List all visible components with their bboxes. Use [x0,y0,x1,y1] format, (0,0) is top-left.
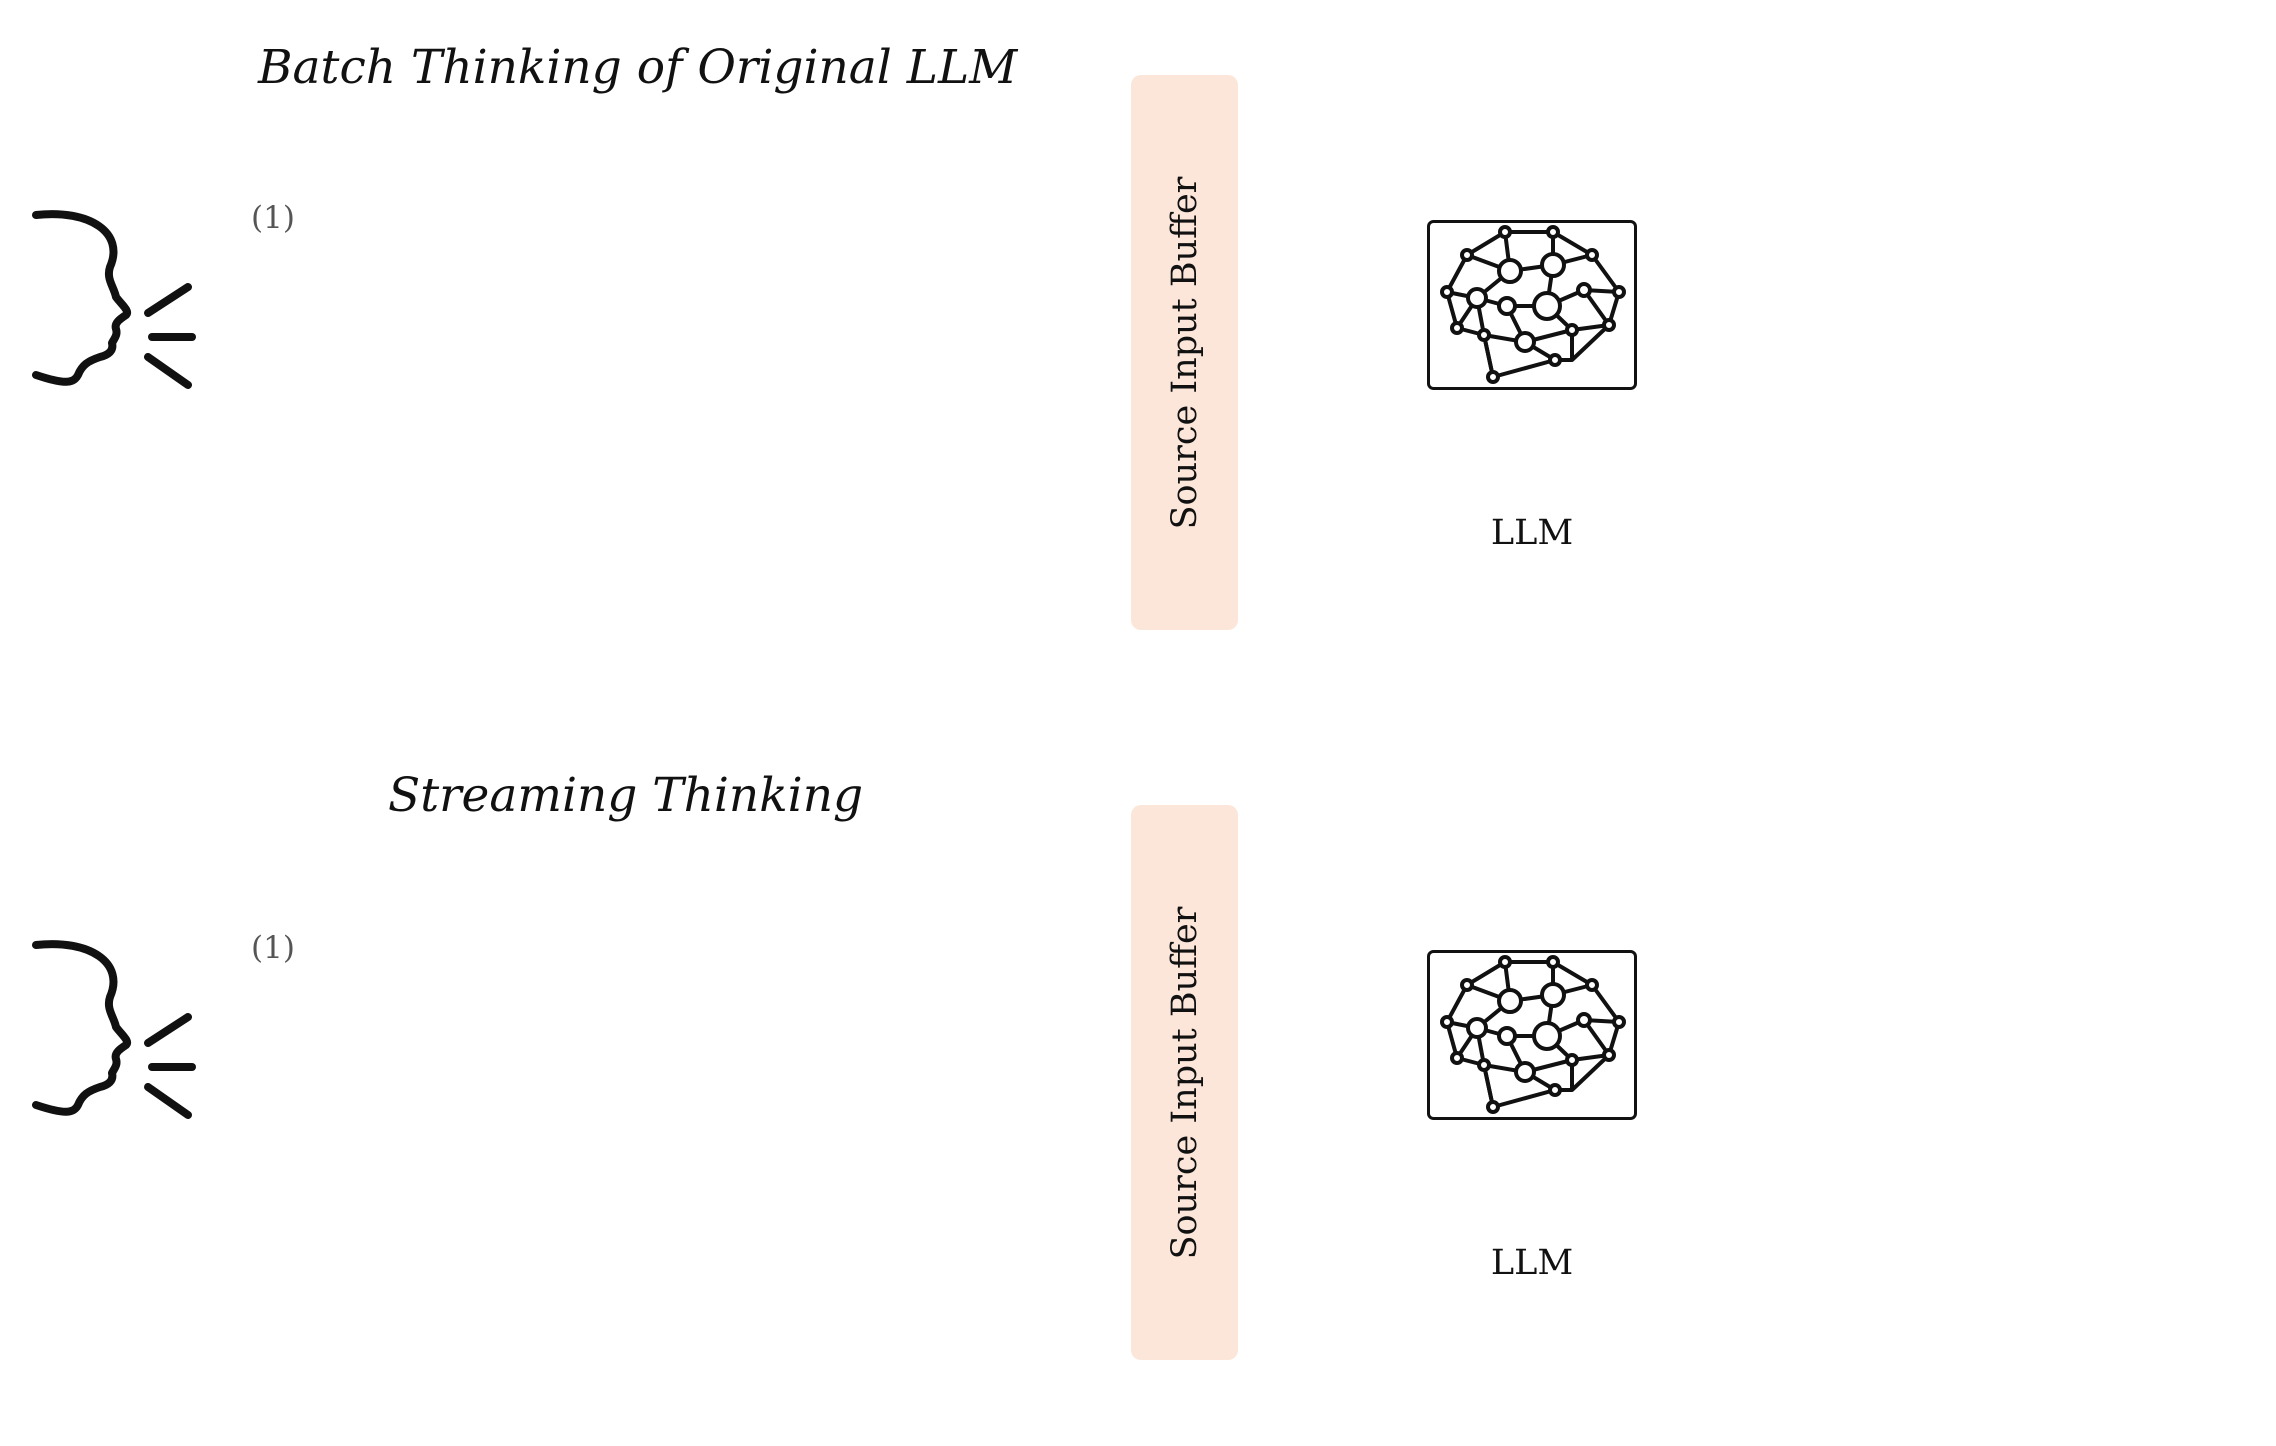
source-input-buffer: Source Input Buffer [1131,75,1238,630]
neural-brain-icon [1427,220,1637,390]
batch-thinking-panel: Batch Thinking of Original LLM (1) Sourc… [0,0,2276,716]
step-number: (1) [251,200,295,236]
llm-label: LLM [1490,513,1574,553]
speaking-head-icon [32,210,196,389]
buffer-label: Source Input Buffer [1164,176,1205,529]
llm-label: LLM [1490,1243,1574,1283]
speaking-head-icon [32,940,196,1119]
buffer-label: Source Input Buffer [1164,906,1205,1259]
streaming-thinking-panel: Streaming Thinking (1) Source Input Buff… [0,730,2276,1446]
panel-title: Streaming Thinking [388,768,864,823]
panel-title: Batch Thinking of Original LLM [258,40,1018,95]
step-number: (1) [251,930,295,966]
source-input-buffer: Source Input Buffer [1131,805,1238,1360]
neural-brain-icon [1427,950,1637,1120]
